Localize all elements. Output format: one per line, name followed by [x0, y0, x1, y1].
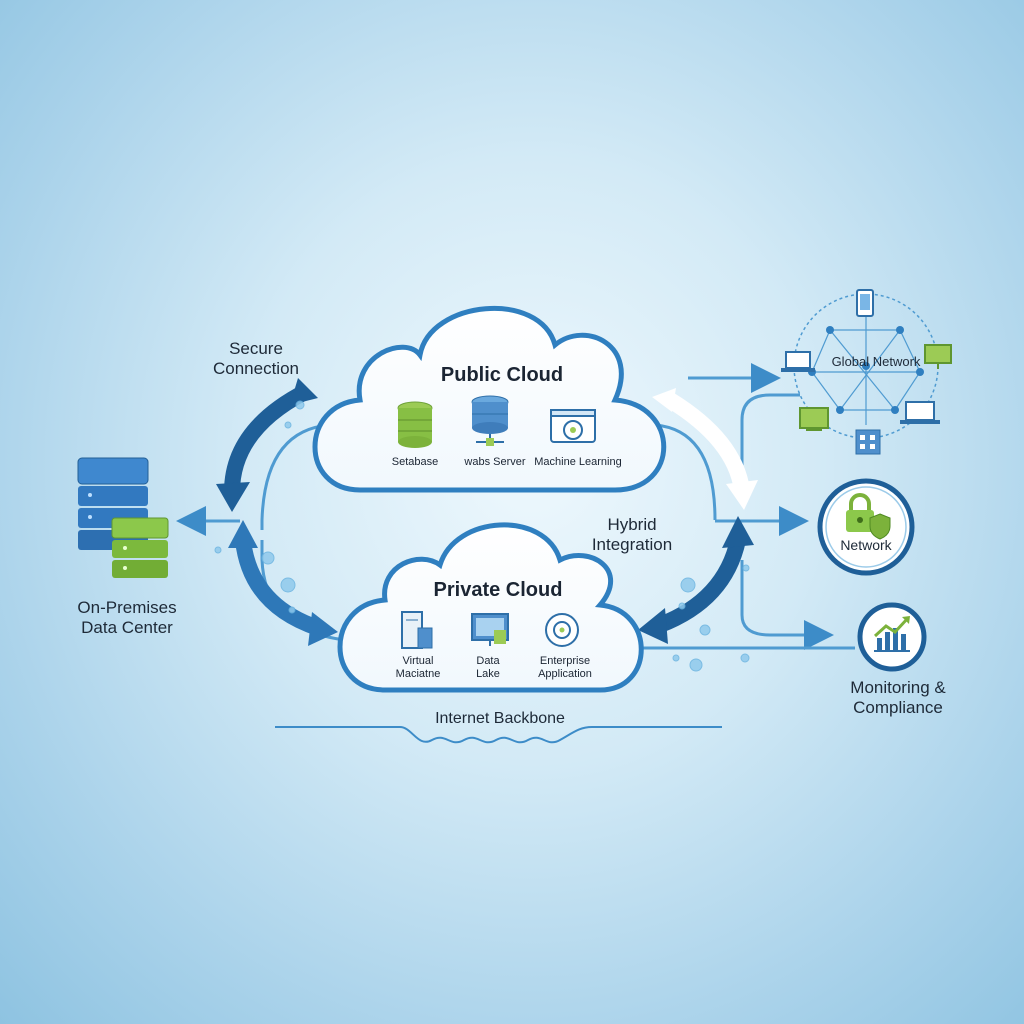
desktop-icon — [799, 407, 829, 431]
brain-screen-icon — [550, 409, 596, 443]
hybrid-integration-label: Hybrid Integration — [591, 515, 673, 554]
network-label: Network — [840, 537, 892, 553]
secure-connection-arrows — [216, 378, 338, 646]
data-lake-icon — [471, 613, 509, 646]
chart-growth-icon — [873, 616, 910, 652]
public-cloud-item-label: Setabase — [391, 456, 439, 468]
brain-gear-icon — [545, 613, 579, 647]
private-cloud-title: Private Cloud — [433, 579, 563, 601]
internet-backbone-label: Internet Backbone — [435, 710, 565, 727]
line-right-trunk — [740, 393, 800, 470]
line-to-monitoring — [740, 560, 834, 650]
server-icon — [471, 395, 509, 446]
phone-icon — [856, 289, 874, 317]
laptop-icon-2 — [900, 401, 940, 424]
virtual-machine-icon — [401, 611, 433, 649]
private-cloud-item-label: Virtual Maciatne — [395, 655, 441, 680]
on-premises-servers-icon — [77, 457, 169, 578]
building-icon — [855, 429, 881, 455]
line-public-right — [654, 423, 717, 521]
public-cloud-item-label: wabs Server — [464, 456, 526, 468]
monitor-icon — [924, 344, 952, 369]
secure-connection-label: Secure Connection — [212, 339, 299, 378]
database-icon — [397, 401, 433, 448]
private-cloud-item-label: Enterprise Application — [538, 655, 592, 680]
shield-icon — [869, 513, 891, 540]
laptop-icon — [781, 351, 815, 372]
decorative-bubbles — [214, 400, 750, 672]
global-network-label: Global Network — [831, 354, 921, 369]
on-premises-label: On-Premises Data Center — [77, 598, 177, 637]
public-cloud-title: Public Cloud — [440, 364, 564, 386]
monitoring-label: Monitoring & Compliance — [850, 678, 946, 717]
hybrid-integration-arrows — [638, 388, 758, 644]
line-public-to-onprem — [260, 423, 331, 530]
network-badge — [817, 478, 915, 576]
internet-backbone-line — [275, 726, 722, 744]
lock-icon — [846, 493, 874, 532]
public-cloud-item-label: Machine Learning — [534, 456, 622, 468]
monitoring-badge — [857, 602, 927, 672]
private-cloud-item-label: Data Lake — [476, 655, 500, 680]
